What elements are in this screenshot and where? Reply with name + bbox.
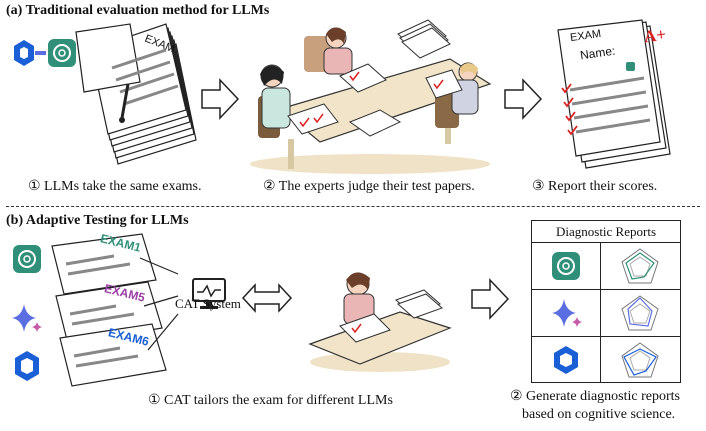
caption-b-1: ① CAT tailors the exam for different LLM… [148, 393, 393, 408]
double-arrow-icon [241, 283, 293, 313]
caption-b-2-line2: based on cognitive science. [522, 407, 676, 422]
blue-model-icon [15, 351, 39, 381]
blue-model-icon [14, 40, 34, 66]
cat-system-label: CAT System [175, 296, 241, 311]
caption-a-2: ② The experts judge their test papers. [263, 179, 475, 194]
section-a-title: (a) Traditional evaluation method for LL… [6, 3, 270, 18]
report-row-gemini [532, 290, 680, 337]
caption-b-2-line1: ② Generate diagnostic reports [510, 389, 680, 404]
arrow-right-icon [471, 278, 510, 320]
chatgpt-icon [48, 39, 76, 67]
chatgpt-icon [552, 252, 580, 280]
gemini-sparkle-icon [552, 299, 582, 327]
diagnostic-reports-table: Diagnostic Reports [531, 220, 681, 383]
blue-model-icon [554, 346, 578, 374]
section-divider [6, 206, 700, 207]
chatgpt-icon [13, 245, 41, 273]
report-table-header: Diagnostic Reports [532, 221, 680, 243]
expert-grading-illustration [308, 272, 452, 372]
report-row-blue-model [532, 337, 680, 383]
radar-chart-icon [621, 342, 659, 378]
section-b-title: (b) Adaptive Testing for LLMs [6, 213, 189, 228]
scored-report-paper [557, 19, 671, 169]
grade-label: A+ [642, 24, 668, 47]
radar-chart-icon [621, 295, 659, 331]
radar-chart-icon [621, 248, 659, 284]
llm-logos-a [14, 39, 76, 67]
exam-stack-a [75, 23, 197, 165]
llm-logos-b [12, 245, 42, 381]
caption-a-1: ① LLMs take the same exams. [28, 179, 202, 194]
arrow-right-icon [201, 78, 240, 120]
tailored-exams [51, 233, 179, 387]
caption-a-3: ③ Report their scores. [532, 179, 658, 194]
monitor-icon [192, 278, 226, 309]
report-row-chatgpt [532, 243, 680, 290]
arrow-right-icon [504, 78, 543, 120]
gemini-sparkle-icon [12, 304, 42, 332]
experts-judging-illustration [250, 19, 492, 174]
